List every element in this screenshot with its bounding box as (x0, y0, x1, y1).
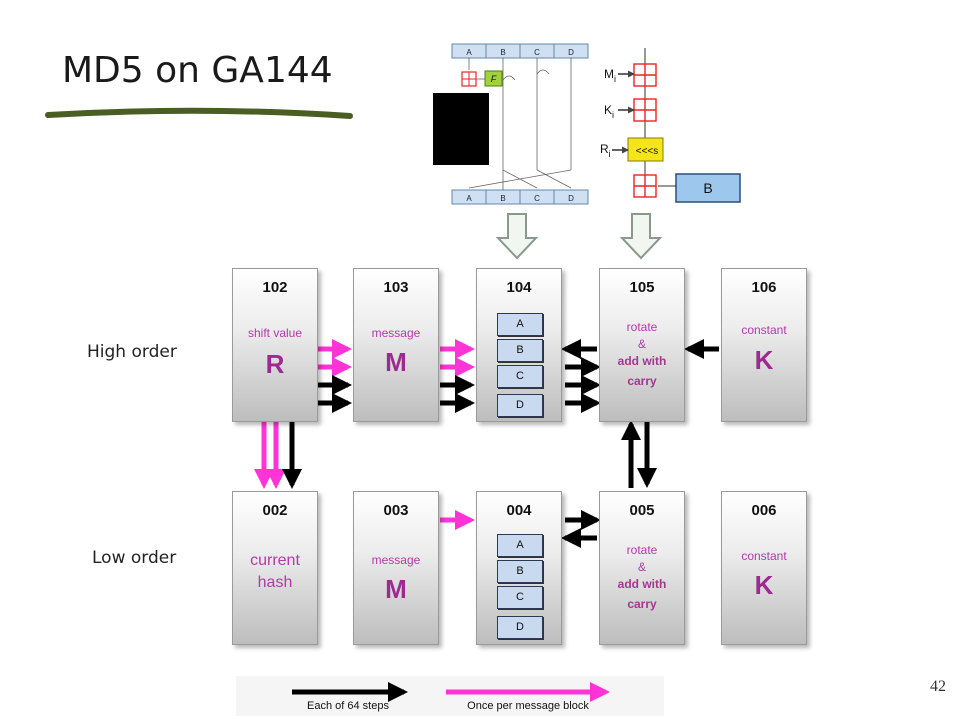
node-id: 103 (383, 279, 409, 296)
node-caption: shift value (247, 326, 303, 340)
down-arrow-right (619, 213, 663, 260)
legend: Each of 64 steps Once per message block (236, 676, 664, 716)
node-line-2: & (637, 560, 646, 574)
node-id: 105 (629, 279, 655, 296)
node-id: 104 (506, 279, 532, 296)
node-letter: R (265, 349, 285, 379)
title-underline (45, 107, 353, 119)
node-003: 003 message M (353, 491, 439, 645)
node-id: 004 (506, 502, 532, 519)
node-line-3: add with (617, 577, 667, 591)
redacted-block (433, 93, 489, 165)
register-a: A (497, 313, 543, 336)
row-label-low: Low order (92, 548, 177, 568)
node-id: 106 (751, 279, 777, 296)
register-c: C (497, 365, 543, 388)
node-caption: constant (741, 323, 787, 337)
rotate-label: <<<s (636, 146, 659, 157)
function-f-label: F (491, 74, 497, 84)
legend-magenta-label: Once per message block (467, 700, 589, 712)
register-a: A (497, 534, 543, 557)
top-reg-b: B (500, 48, 505, 57)
node-letter: K (754, 570, 774, 600)
register-d: D (497, 616, 543, 639)
node-id: 005 (629, 502, 655, 519)
bot-reg-a: A (466, 194, 472, 203)
register-d: D (497, 394, 543, 417)
node-letter: M (385, 574, 407, 604)
md5-step-figure: A B C D A B C D F (433, 43, 741, 205)
node-caption: message (371, 326, 421, 340)
input-r-label: Ri (600, 142, 611, 159)
node-104: 104 A B C D (476, 268, 562, 422)
input-k-label: Ki (604, 103, 614, 120)
node-caption: constant (741, 549, 787, 563)
down-arrow-left (495, 213, 539, 260)
node-id: 002 (262, 502, 288, 519)
node-id: 006 (751, 502, 777, 519)
top-reg-d: D (568, 48, 574, 57)
node-105: 105 rotate & add with carry (599, 268, 685, 422)
node-line-4: carry (627, 374, 657, 388)
bot-reg-b: B (500, 194, 505, 203)
node-line-3: add with (617, 354, 667, 368)
page-number: 42 (930, 678, 946, 695)
slide-title: MD5 on GA144 (62, 50, 333, 91)
register-b: B (497, 339, 543, 362)
bot-reg-d: D (568, 194, 574, 203)
node-103: 103 message M (353, 268, 439, 422)
node-005: 005 rotate & add with carry (599, 491, 685, 645)
node-002: 002 current hash (232, 491, 318, 645)
top-reg-a: A (466, 48, 472, 57)
node-004: 004 A B C D (476, 491, 562, 645)
node-006: 006 constant K (721, 491, 807, 645)
node-line-2: hash (257, 574, 293, 591)
node-line-4: carry (627, 597, 657, 611)
bot-reg-c: C (534, 194, 540, 203)
node-caption: message (371, 553, 421, 567)
input-m-label: Mi (604, 67, 616, 84)
top-reg-c: C (534, 48, 540, 57)
register-b: B (497, 560, 543, 583)
node-106: 106 constant K (721, 268, 807, 422)
output-b-label: B (703, 180, 712, 196)
node-line-2: & (637, 337, 646, 351)
node-line-1: rotate (626, 320, 658, 334)
register-c: C (497, 586, 543, 609)
node-letter: M (385, 347, 407, 377)
node-line-1: current (250, 552, 300, 569)
row-label-high: High order (87, 342, 177, 362)
node-letter: K (754, 345, 774, 375)
node-line-1: rotate (626, 543, 658, 557)
node-id: 102 (262, 279, 288, 296)
node-102: 102 shift value R (232, 268, 318, 422)
legend-black-label: Each of 64 steps (307, 700, 389, 712)
node-id: 003 (383, 502, 409, 519)
